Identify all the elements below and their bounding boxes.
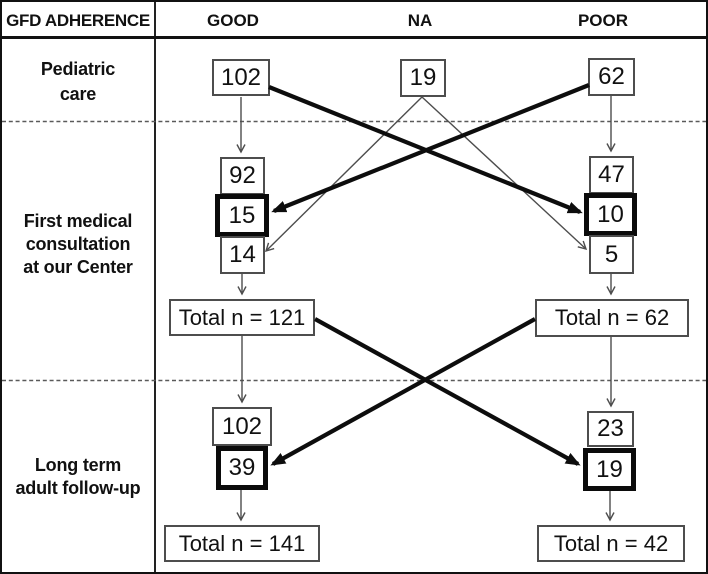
column-header-good: GOOD bbox=[207, 11, 259, 30]
column-header-na: NA bbox=[407, 11, 433, 30]
node-fmc-poor-from-na: 5 bbox=[589, 235, 634, 274]
node-ped-poor: 62 bbox=[588, 58, 635, 96]
node-fmc-good-switched-in: 15 bbox=[215, 194, 269, 237]
node-fmc-good-continued: 92 bbox=[220, 157, 265, 195]
arrow-fmc-good-total-to-lt-poor-thick bbox=[313, 317, 581, 466]
arrow-ped-na-to-fmc-poor bbox=[421, 96, 588, 251]
node-lt-good-switched-in: 39 bbox=[216, 446, 268, 490]
node-lt-poor-continued: 23 bbox=[587, 411, 634, 447]
node-fmc-poor-total: Total n = 62 bbox=[535, 299, 689, 337]
arrow-ped-poor-to-fmc-good-thick bbox=[271, 83, 590, 213]
node-lt-good-continued: 102 bbox=[212, 407, 272, 446]
node-ped-good: 102 bbox=[212, 59, 270, 96]
node-lt-poor-total: Total n = 42 bbox=[537, 525, 685, 562]
node-fmc-good-total: Total n = 121 bbox=[169, 299, 315, 336]
node-lt-poor-switched-in: 19 bbox=[583, 448, 636, 491]
row-label-pediatric-care: Pediatric care bbox=[40, 59, 116, 104]
node-fmc-poor-continued: 47 bbox=[589, 156, 634, 194]
column-header-poor: POOR bbox=[577, 11, 629, 30]
thick-flow-arrows bbox=[268, 83, 590, 466]
node-fmc-poor-switched-in: 10 bbox=[584, 193, 637, 236]
node-lt-good-total: Total n = 141 bbox=[164, 525, 320, 562]
node-ped-na: 19 bbox=[400, 59, 446, 97]
arrow-fmc-poor-total-to-lt-good-thick bbox=[270, 317, 537, 466]
node-fmc-good-from-na: 14 bbox=[220, 236, 265, 274]
corner-header: GFD ADHERENCE bbox=[6, 11, 150, 30]
label-column-divider bbox=[154, 2, 156, 572]
arrow-ped-na-to-fmc-good bbox=[264, 96, 423, 253]
row-label-first-consultation: First medical consultation at our Center bbox=[23, 211, 133, 277]
arrow-ped-good-to-fmc-poor-thick bbox=[268, 85, 583, 214]
row-label-long-term-follow-up: Long term adult follow-up bbox=[15, 455, 141, 498]
header-row-divider bbox=[2, 36, 706, 39]
